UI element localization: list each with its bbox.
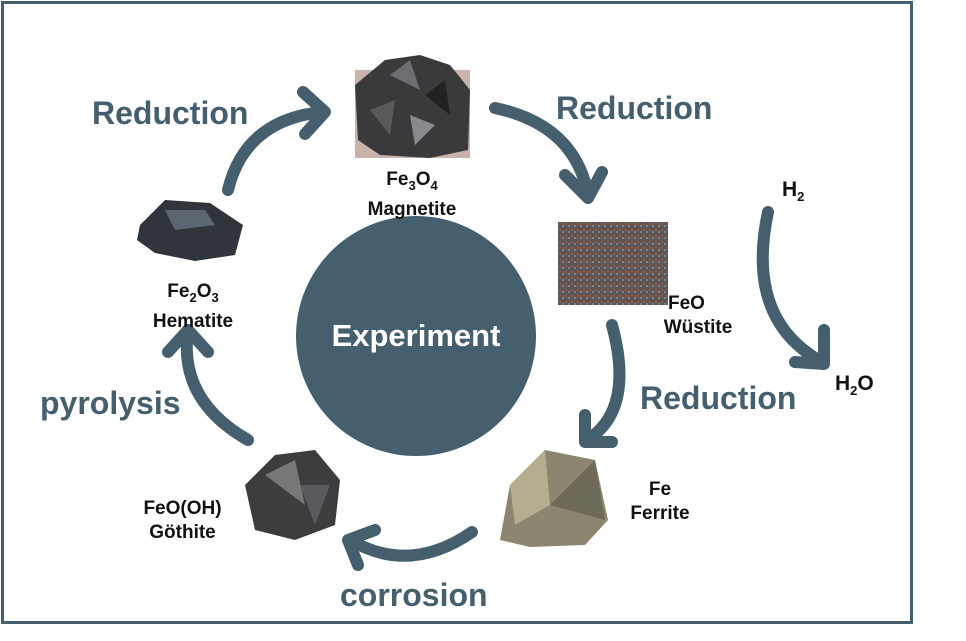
- reduction-label-3: Reduction: [640, 380, 797, 416]
- arrow-h2-to-h2o: [756, 206, 830, 370]
- ferrite-image: [500, 450, 608, 547]
- experiment-circle: Experiment: [296, 216, 536, 456]
- corrosion-label: corrosion: [340, 577, 488, 613]
- wustite-label: FeO Wüstite: [648, 292, 748, 340]
- arrow-wustite-to-ferrite: [579, 319, 626, 448]
- arrow-hematite-to-magnetite: [222, 86, 331, 196]
- goethite-formula: FeO(OH): [143, 498, 222, 519]
- ferrite-name: Ferrite: [630, 503, 690, 524]
- reduction-label-2: Reduction: [556, 90, 713, 126]
- goethite-name: Göthite: [149, 522, 216, 543]
- goethite-image: [245, 450, 340, 540]
- arrow-magnetite-to-wustite: [489, 102, 608, 204]
- wustite-name: Wüstite: [663, 317, 733, 338]
- hematite-name: Hematite: [152, 310, 234, 332]
- hematite-image: [137, 200, 243, 261]
- magnetite-name: Magnetite: [367, 198, 457, 220]
- diagram-frame: [1, 1, 913, 624]
- wustite-image: [558, 222, 668, 305]
- magnetite-label: Fe3O4 Magnetite: [352, 168, 472, 222]
- arrow-ferrite-to-goethite: [342, 524, 478, 571]
- ferrite-label: Fe Ferrite: [615, 478, 705, 526]
- ferrite-formula: Fe: [648, 479, 672, 500]
- wustite-formula: FeO: [668, 293, 705, 314]
- arrow-goethite-to-hematite: [162, 324, 254, 446]
- h2o-label: H2O: [835, 372, 874, 399]
- hematite-label: Fe2O3 Hematite: [133, 280, 253, 334]
- magnetite-image: [355, 55, 470, 158]
- hematite-formula: Fe2O3: [167, 281, 219, 305]
- goethite-label: FeO(OH) Göthite: [125, 497, 240, 545]
- h2-label: H2: [782, 178, 805, 205]
- reduction-label-1: Reduction: [92, 95, 249, 131]
- experiment-label: Experiment: [331, 318, 501, 353]
- pyrolysis-label: pyrolysis: [40, 385, 181, 421]
- magnetite-formula: Fe3O4: [386, 169, 438, 193]
